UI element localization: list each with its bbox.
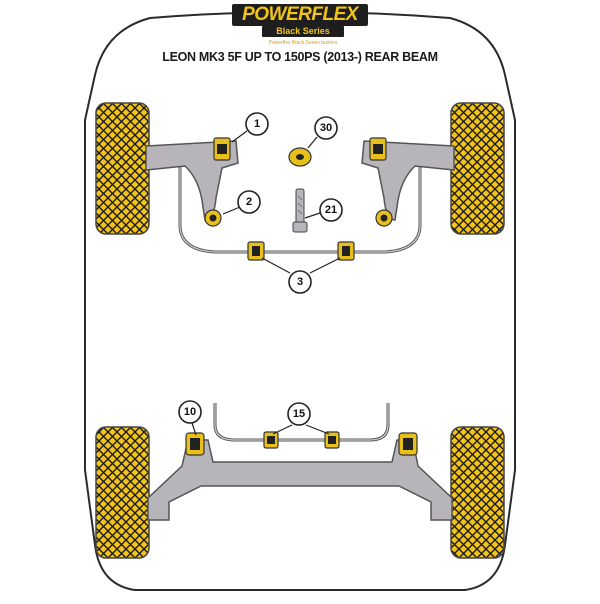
bush-3-right xyxy=(337,241,355,261)
callout-leaders xyxy=(191,130,341,436)
front-left-tyre xyxy=(95,102,150,235)
part-30-mount xyxy=(288,147,312,167)
bush-2-right xyxy=(375,209,393,227)
bush-10-left xyxy=(185,432,205,456)
brand-series-badge: Black Series xyxy=(262,26,344,37)
diagram-title: LEON MK3 5F UP TO 150PS (2013-) REAR BEA… xyxy=(162,50,438,64)
bush-3-left xyxy=(247,241,265,261)
bush-15-left xyxy=(263,431,279,449)
part-21-bolt xyxy=(292,188,308,233)
callout-3-label: 3 xyxy=(297,276,303,288)
brand-logo: POWERFLEX xyxy=(232,4,368,26)
callout-10-circle xyxy=(178,400,202,424)
front-right-tyre xyxy=(450,102,505,235)
callout-1-label: 1 xyxy=(254,118,260,130)
callout-30-circle xyxy=(314,116,338,140)
bush-1-left xyxy=(213,137,231,161)
callout-3-circle xyxy=(288,270,312,294)
bush-1-right xyxy=(369,137,387,161)
front-right-wishbone xyxy=(361,140,455,221)
rear-left-tyre xyxy=(95,426,150,559)
callout-21-label: 21 xyxy=(325,204,337,216)
callout-15-circle xyxy=(287,402,311,426)
callout-15-label: 15 xyxy=(293,408,305,420)
callout-2-circle xyxy=(237,190,261,214)
bush-2-left xyxy=(204,209,222,227)
rear-beam xyxy=(147,439,453,521)
callout-10-label: 10 xyxy=(184,406,196,418)
rear-right-tyre xyxy=(450,426,505,559)
bush-10-right xyxy=(398,432,418,456)
callout-1-circle xyxy=(245,112,269,136)
bush-15-right xyxy=(324,431,340,449)
callout-30-label: 30 xyxy=(320,122,332,134)
callout-2-label: 2 xyxy=(246,196,252,208)
brand-tagline: Powerflex Black Series bushes xyxy=(268,40,338,46)
callout-21-circle xyxy=(319,198,343,222)
